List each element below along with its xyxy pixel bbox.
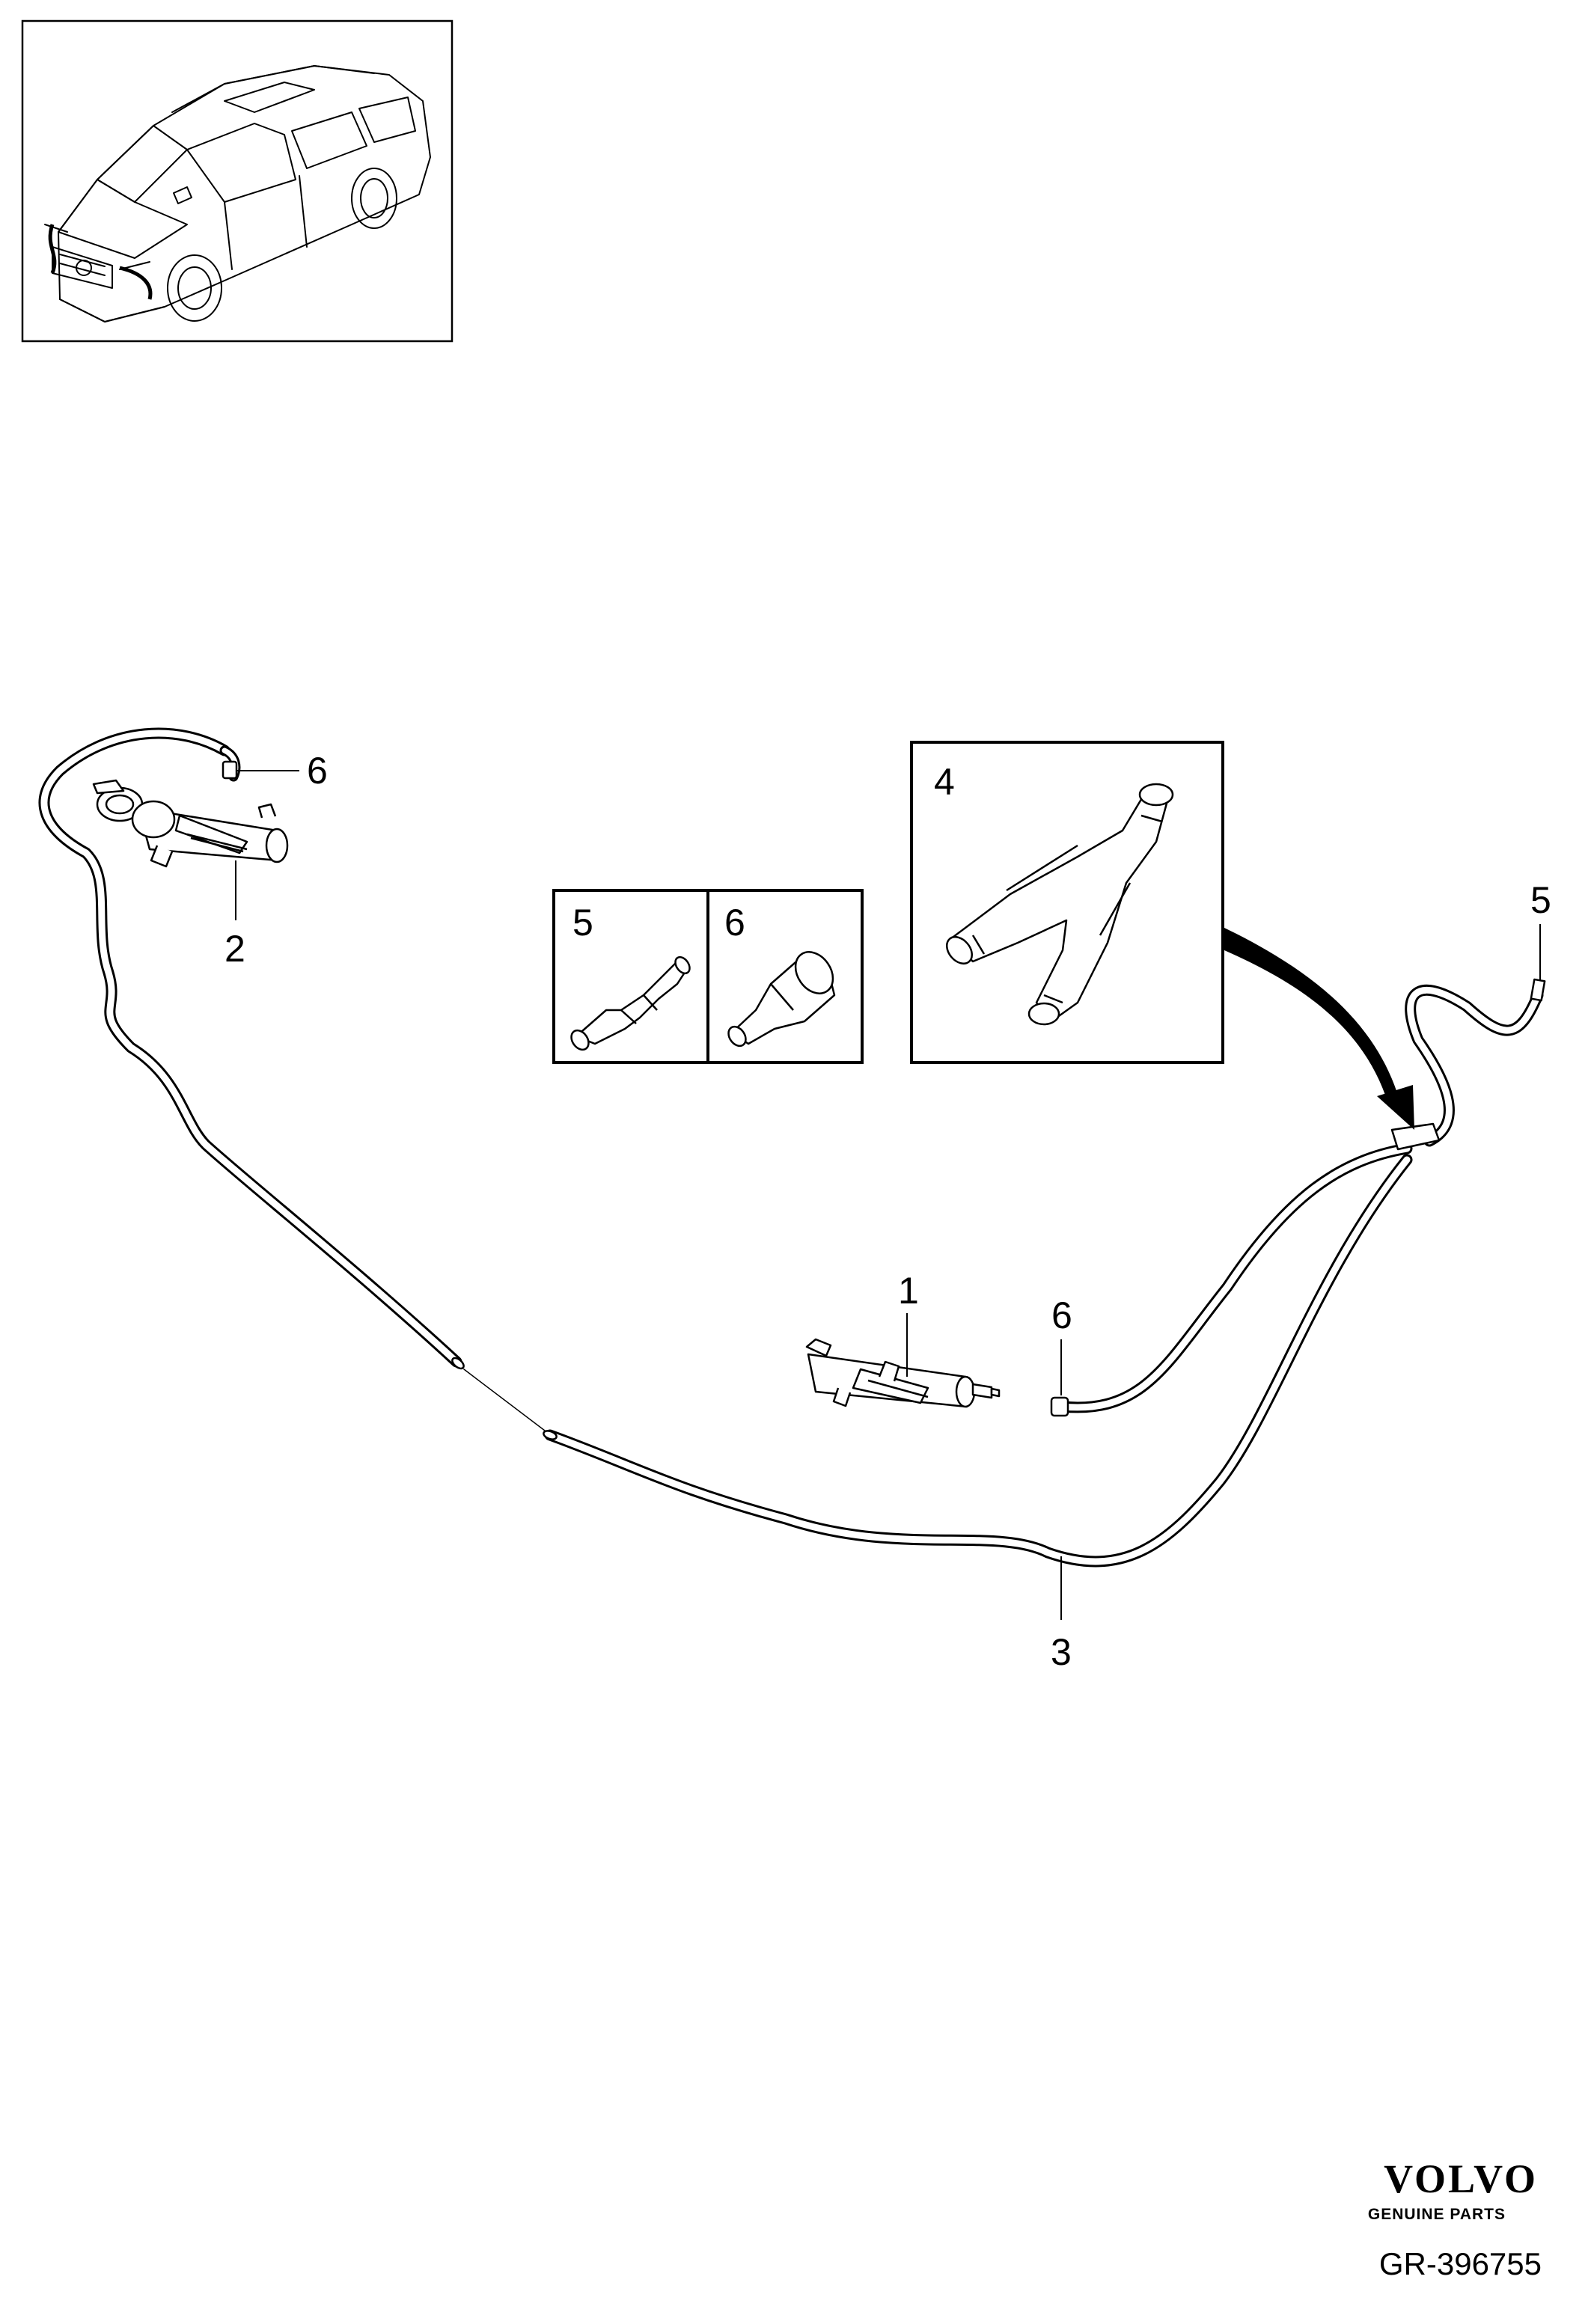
volvo-logo: VOLVO <box>1384 2156 1538 2201</box>
brand-tagline: GENUINE PARTS <box>1368 2206 1506 2223</box>
connector-5-detail <box>570 955 691 1051</box>
svg-text:6: 6 <box>307 750 328 792</box>
callout-6-top: 6 <box>236 750 328 792</box>
svg-text:3: 3 <box>1051 1631 1072 1673</box>
vehicle-thumbnail <box>21 19 454 343</box>
detail-label-5: 5 <box>572 902 593 944</box>
svg-text:1: 1 <box>898 1270 919 1312</box>
detail-box-4: 4 <box>910 741 1224 1064</box>
connector-6-detail <box>727 951 836 1048</box>
detail-label-6: 6 <box>724 902 745 944</box>
nozzle-2 <box>92 779 289 868</box>
callout-1: 1 <box>898 1270 919 1377</box>
detail-arrow-4 <box>1224 928 1414 1130</box>
diagram-reference: GR-396755 <box>1379 2246 1542 2281</box>
detail-label-4: 4 <box>934 761 955 803</box>
svg-text:5: 5 <box>1530 879 1551 921</box>
hose-3 <box>38 727 1546 1568</box>
callout-6-right: 6 <box>1051 1294 1072 1395</box>
connector-6-top <box>222 760 238 780</box>
detail-box-5-6: 5 6 <box>552 889 864 1064</box>
brand-block: VOLVO GENUINE PARTS GR-396755 <box>1368 2156 1542 2281</box>
callout-2: 2 <box>225 860 245 970</box>
callout-3: 3 <box>1051 1556 1072 1673</box>
y-connector-4 <box>946 783 1174 1026</box>
nozzle-1 <box>805 1338 1001 1408</box>
svg-text:6: 6 <box>1051 1294 1072 1336</box>
svg-text:2: 2 <box>225 928 245 970</box>
callout-5-right: 5 <box>1530 879 1551 980</box>
